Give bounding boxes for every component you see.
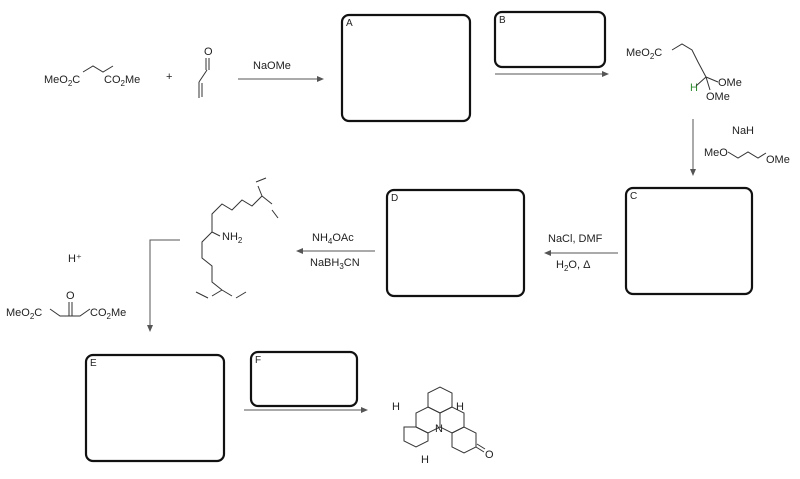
arrow-to-c	[690, 119, 696, 176]
reagent-water-heat: H2O, Δ	[556, 259, 591, 273]
amino-bis-acetal: NH2	[195, 177, 279, 299]
box-label-d: D	[391, 193, 398, 204]
reagent-nacl-dmf: NaCl, DMF	[548, 233, 603, 245]
stereo-h-label: H	[690, 82, 698, 94]
answer-box-d[interactable]: D	[385, 188, 526, 298]
product-h-left: H	[392, 401, 400, 413]
acrolein-oxygen: O	[204, 46, 213, 58]
malonate-right-ester: CO2Me	[104, 74, 140, 88]
box-label-e: E	[90, 358, 97, 369]
malonate-left-ester: MeO2C	[44, 74, 80, 88]
acrolein: O	[198, 46, 213, 98]
arrow-to-e	[147, 239, 180, 332]
arrow-step-1	[238, 76, 324, 82]
plus-sign: +	[166, 71, 172, 83]
answer-box-f[interactable]: F	[249, 350, 359, 408]
dme-right-ome: OMe	[766, 154, 790, 166]
arrow-to-product	[244, 407, 368, 413]
reagent-naome: NaOMe	[253, 60, 291, 72]
ketone-oxygen: O	[66, 290, 75, 302]
adc-right-ester: CO2Me	[90, 307, 126, 321]
box-label-a: A	[346, 18, 353, 29]
dme-left-ome: MeO	[704, 147, 728, 159]
box-label-f: F	[255, 355, 261, 366]
answer-box-b[interactable]: B	[493, 10, 607, 69]
dimethoxyethane: MeO OMe	[704, 147, 790, 166]
product-h-right: H	[456, 401, 464, 413]
product-ketone-o: O	[485, 449, 494, 461]
arrow-step-b	[495, 71, 609, 77]
reagent-nh4oac: NH4OAc	[312, 232, 354, 246]
answer-box-a[interactable]: A	[340, 13, 472, 123]
dimethyl-malonate: MeO2C CO2Me	[44, 65, 140, 88]
tricyclic-ketone-product: O N H H H	[392, 386, 494, 466]
adc-left-ester: MeO2C	[6, 307, 42, 321]
box-label-b: B	[499, 15, 506, 26]
box-label-c: C	[630, 191, 637, 202]
answer-box-e[interactable]: E	[84, 353, 226, 463]
answer-box-c[interactable]: C	[624, 186, 754, 296]
ome-top: OMe	[718, 77, 742, 89]
product-nitrogen: N	[435, 423, 443, 435]
arrow-d-to-amine	[296, 248, 375, 254]
methyl-ester-label: MeO2C	[626, 47, 662, 61]
acetal-ester-intermediate: MeO2C H OMe OMe	[626, 43, 742, 103]
reagent-nah: NaH	[732, 125, 754, 137]
reagent-acid: H⁺	[68, 253, 82, 265]
dimethyl-acetonedicarboxylate: O MeO2C CO2Me	[6, 290, 126, 321]
ome-bottom: OMe	[706, 91, 730, 103]
arrow-c-to-d	[544, 250, 618, 256]
product-h-bottom: H	[421, 454, 429, 466]
reagent-nabh3cn: NaBH3CN	[310, 257, 360, 271]
amine-nh2: NH2	[222, 231, 243, 245]
